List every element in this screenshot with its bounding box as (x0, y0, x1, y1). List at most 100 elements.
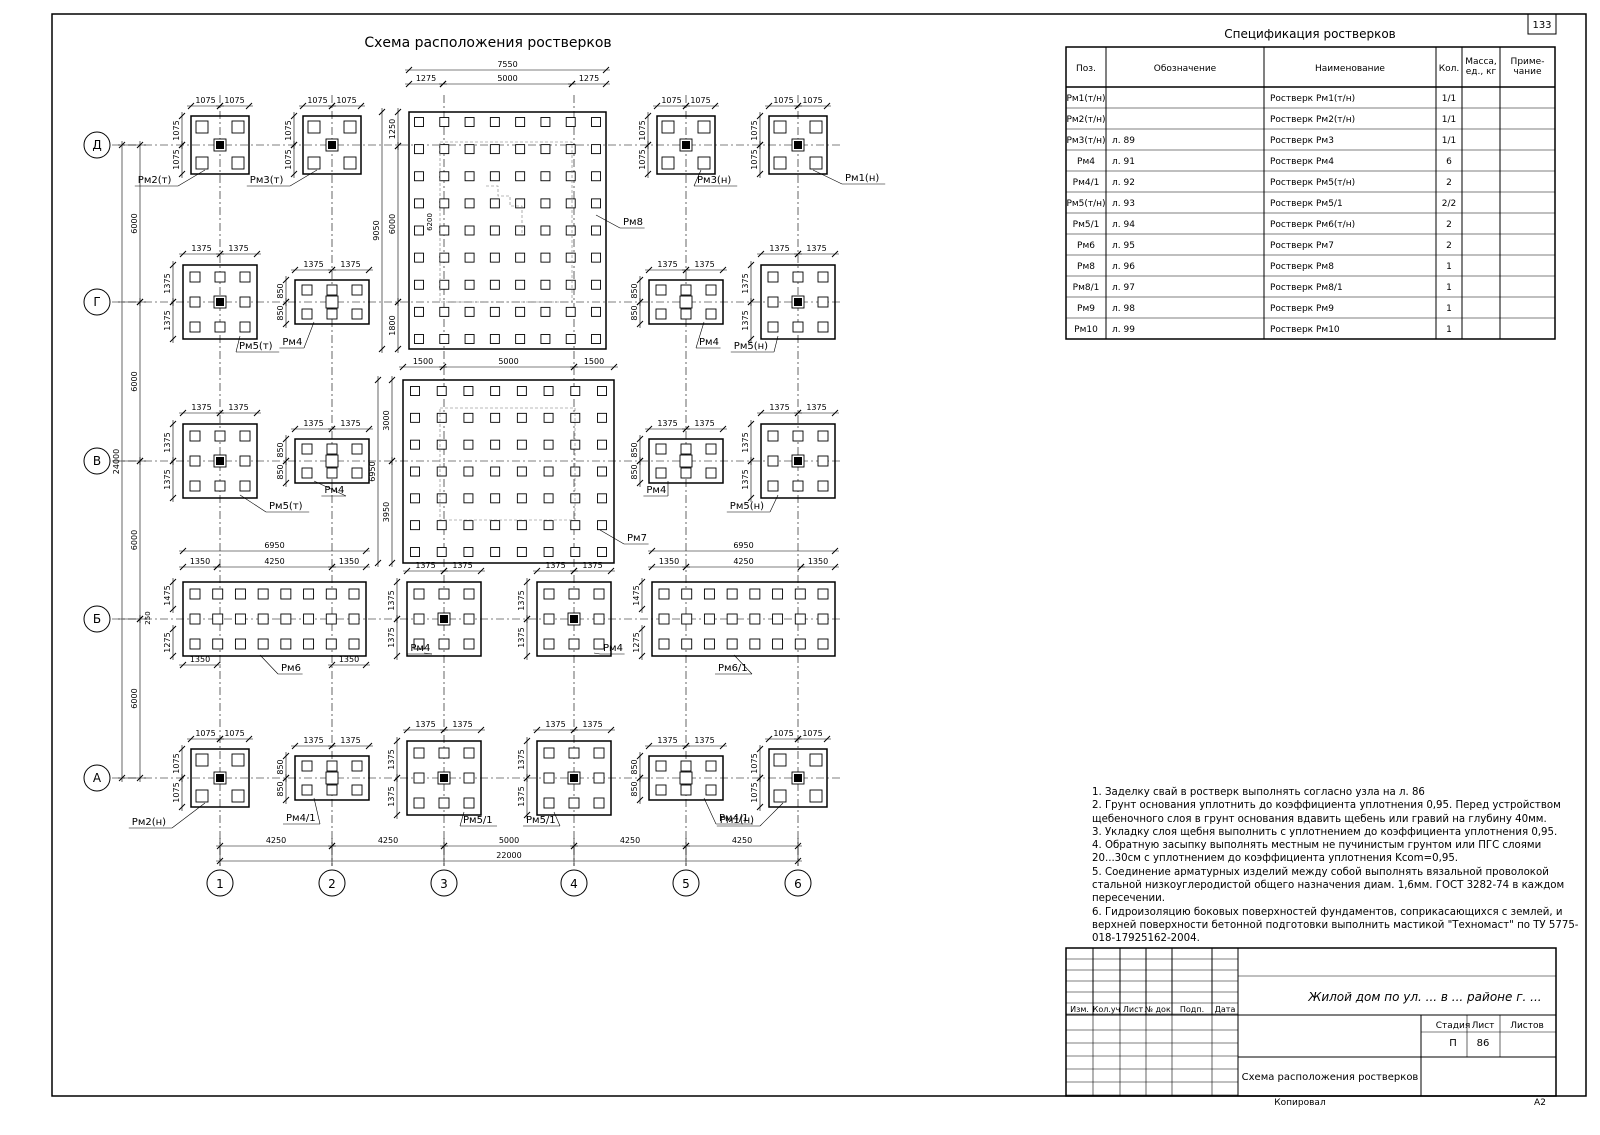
dim-text: 850 (276, 283, 285, 298)
pile-cap (408, 111, 607, 350)
cap-label: Рм2(н) (132, 817, 166, 828)
pile-square (464, 117, 475, 127)
pile-square (463, 588, 475, 600)
cap-label: Рм6/1 (718, 663, 748, 674)
pile-square (325, 588, 337, 600)
spec-cell: Ростверк Рм8 (1270, 262, 1334, 272)
pile-square (597, 439, 607, 450)
center-pile-fill (794, 298, 802, 306)
pile-square (439, 117, 450, 127)
pile-square (464, 171, 475, 182)
pile-square (414, 252, 424, 263)
dim-tick (794, 409, 802, 417)
pile-square (817, 271, 829, 283)
dim-tick (178, 112, 186, 120)
pile-square (489, 144, 500, 155)
pile-square (414, 117, 424, 127)
note-item: 5. Соединение арматурных изделий между с… (1092, 866, 1565, 905)
axis-label: 3 (440, 877, 448, 891)
axis-bubble (318, 869, 346, 897)
center-pile-fill (794, 457, 802, 465)
pile-square (680, 443, 692, 455)
dim-text: 6000 (130, 213, 139, 233)
pile-square (239, 296, 251, 308)
dim-tick (794, 735, 802, 743)
dim-tick (178, 745, 186, 753)
note-item: 1. Заделку свай в ростверк выполнять сог… (1092, 787, 1425, 798)
axis-bubble (560, 869, 588, 897)
pile-square (817, 480, 829, 492)
spec-header: Обозначение (1154, 64, 1217, 74)
axis-bubble (83, 447, 111, 475)
pile-square (348, 613, 360, 625)
pile-square (464, 144, 475, 155)
pile-square (658, 588, 670, 600)
sheet-frame (51, 13, 1587, 1097)
dim-tick (187, 735, 195, 743)
pile-square (565, 306, 576, 317)
pile-square (280, 588, 292, 600)
pile-square (773, 156, 787, 170)
dim-text: 1075 (195, 96, 215, 105)
spec-cell: 6 (1446, 157, 1452, 167)
pile-square (489, 171, 500, 182)
spec-cell: Ростверк Рм5(т/н) (1270, 178, 1355, 188)
dim-text: 1275 (632, 632, 641, 652)
dim-tick (477, 567, 485, 575)
pile-square (463, 439, 474, 450)
dim-text: 1375 (387, 749, 396, 769)
pile-square (239, 321, 251, 333)
dim-tick (388, 457, 396, 465)
dim-tick (178, 141, 186, 149)
spec-cell: л. 99 (1112, 325, 1135, 335)
pile-square (767, 480, 779, 492)
spec-cell: Рм8/1 (1073, 283, 1100, 293)
dim-text: 5000 (499, 836, 519, 845)
dim-text: 4250 (733, 557, 753, 566)
dim-text: 850 (276, 305, 285, 320)
axis-label: Б (93, 612, 101, 626)
dim-text: 1375 (545, 720, 565, 729)
dim-tick (636, 435, 644, 443)
spec-cell: Ростверк Рм7 (1270, 241, 1334, 251)
pile-square (809, 156, 823, 170)
dim-tick (756, 170, 764, 178)
pile-square (543, 520, 554, 531)
dim-text: 1375 (303, 419, 323, 428)
dim-tick (823, 102, 831, 110)
title-header: Кол.уч (1093, 1005, 1121, 1014)
cap-label: Рм5(т) (269, 501, 303, 512)
pile-square (767, 321, 779, 333)
spec-header: ед., кг (1466, 67, 1497, 77)
axis-label: 5 (682, 877, 690, 891)
leader-line (695, 321, 705, 349)
pile-square (438, 797, 450, 809)
dim-text: 9050 (372, 220, 381, 240)
center-pile (325, 295, 339, 309)
pile-square (351, 760, 363, 772)
dim-tick (747, 298, 755, 306)
leader-line (693, 169, 702, 187)
dim-text: 1375 (163, 310, 172, 330)
pile-square (515, 225, 526, 236)
pile-square (515, 144, 526, 155)
leader-line (703, 797, 717, 825)
pile-cap (294, 279, 370, 325)
pile-square (439, 252, 450, 263)
pile-square (792, 321, 804, 333)
center-pile-fill (216, 298, 224, 306)
pile-square (655, 784, 667, 796)
pile-square (705, 784, 717, 796)
pile-square (436, 520, 447, 531)
dim-tick (213, 661, 221, 669)
pile-square (189, 588, 201, 600)
dim-tick (394, 298, 402, 306)
dim-tick (831, 563, 839, 571)
pile-square (568, 797, 580, 809)
dim-tick (638, 625, 646, 633)
pile-square (543, 386, 554, 396)
dim-tick (169, 298, 177, 306)
pile-cap (302, 115, 362, 175)
dim-text: 1375 (657, 419, 677, 428)
pile-square (414, 144, 424, 155)
